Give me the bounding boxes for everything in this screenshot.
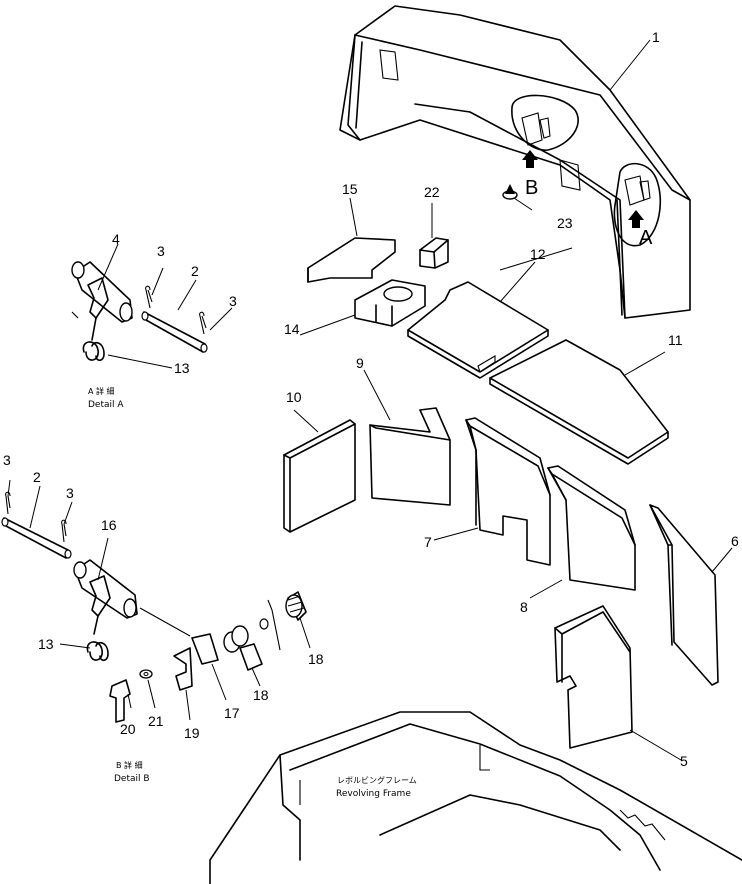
detail-b-assembly (1, 491, 307, 723)
frame-caption-en: Revolving Frame (336, 789, 411, 799)
part-label-16: 16 (101, 517, 117, 533)
part-label-20: 20 (120, 721, 136, 737)
revolving-frame (209, 711, 742, 884)
part-label-7: 7 (424, 534, 432, 550)
part-label-21: 21 (148, 713, 164, 729)
hood-cover-part (339, 5, 691, 319)
frame-caption-jp: レボルビングフレーム (337, 775, 417, 785)
block-part-15 (307, 237, 396, 283)
detail-a-caption-en: Detail A (88, 400, 124, 410)
panel-part-6 (649, 504, 719, 686)
detail-a-assembly (71, 261, 208, 362)
panel-part-9 (369, 407, 451, 506)
block-part-22 (419, 237, 449, 269)
block-part-14 (354, 279, 426, 327)
leader-lines (7, 39, 733, 761)
part-label-3a: 3 (157, 243, 165, 259)
part-label-18a: 18 (253, 687, 269, 703)
part-label-8: 8 (520, 599, 528, 615)
part-label-2b: 2 (33, 469, 41, 485)
grommet-part-23 (502, 184, 518, 200)
part-number-labels: 1 2 3 3 4 5 6 7 8 9 10 11 12 13 13 14 15… (3, 29, 739, 769)
detail-a-caption-jp: A 詳 細 (88, 386, 115, 396)
part-label-14: 14 (284, 321, 300, 337)
part-label-3c: 3 (3, 452, 11, 468)
panel-part-10 (283, 419, 356, 533)
part-label-4: 4 (112, 231, 120, 247)
part-label-5: 5 (680, 753, 688, 769)
part-label-23: 23 (557, 215, 573, 231)
panel-part-5 (554, 605, 633, 749)
part-label-15: 15 (342, 181, 358, 197)
detail-letter-a: A (639, 227, 653, 249)
part-label-6: 6 (731, 533, 739, 549)
plate-part-12 (407, 281, 549, 379)
part-label-12: 12 (530, 246, 546, 262)
part-label-2: 2 (191, 263, 199, 279)
panel-part-7 (465, 417, 551, 566)
part-label-18b: 18 (308, 651, 324, 667)
part-label-13b: 13 (38, 636, 54, 652)
panel-part-8 (547, 465, 636, 591)
detail-b-caption-jp: B 詳 細 (116, 760, 143, 770)
part-label-9: 9 (356, 355, 364, 371)
part-label-19: 19 (184, 725, 200, 741)
detail-letter-b: B (525, 177, 538, 199)
plate-part-11 (489, 339, 669, 465)
part-label-17: 17 (224, 705, 240, 721)
part-label-10: 10 (286, 389, 302, 405)
part-label-22: 22 (424, 184, 440, 200)
part-label-3b: 3 (229, 293, 237, 309)
part-label-1: 1 (652, 29, 660, 45)
detail-b-caption-en: Detail B (114, 774, 150, 784)
part-label-3d: 3 (66, 485, 74, 501)
part-label-11: 11 (668, 332, 683, 348)
part-label-13a: 13 (174, 360, 190, 376)
